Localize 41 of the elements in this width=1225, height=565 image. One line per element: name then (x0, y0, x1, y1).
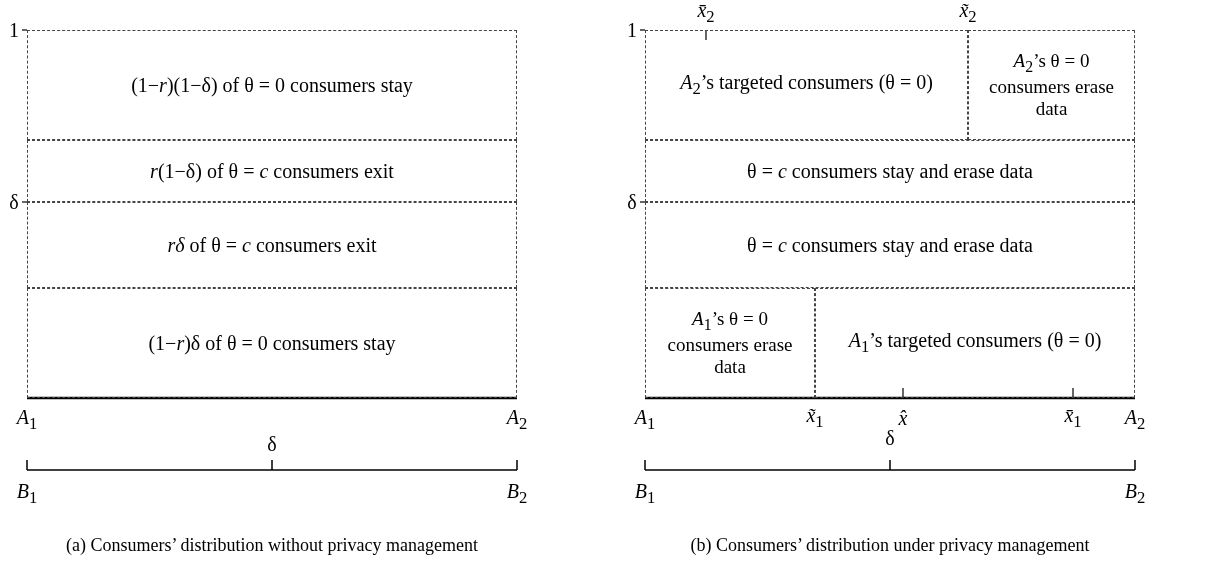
axis-label: x̂ (898, 406, 908, 430)
figure-caption: (b) Consumers’ distribution under privacy management (690, 534, 1090, 556)
axis-label: x̄$_{1}$ (1064, 404, 1082, 432)
axis-label: x̄$_{2}$ (697, 0, 715, 27)
axis-label: δ (267, 432, 277, 456)
region-text: A$_{2}$’s targeted consumers (θ = 0) (678, 71, 934, 99)
region-text: A$_{1}$’s θ = 0 consumers erase data (666, 308, 794, 378)
axis-label: 1 (627, 18, 637, 42)
axis-label: 1 (9, 18, 19, 42)
region-box (645, 140, 1135, 202)
axis-label: δ (885, 426, 895, 450)
region-text: θ = c consumers stay and erase data (746, 233, 1034, 257)
region-text: A$_{1}$’s targeted consumers (θ = 0) (847, 329, 1103, 357)
axis-label: δ (627, 190, 637, 214)
endpoint-label: B$_{2}$ (506, 480, 528, 508)
region-text: r(1−δ) of θ = c consumers exit (149, 159, 395, 183)
endpoint-label: B$_{2}$ (1124, 480, 1146, 508)
region-box (27, 288, 517, 398)
region-box (27, 202, 517, 288)
axis-label: x̃$_{2}$ (959, 0, 977, 27)
endpoint-label: B$_{1}$ (634, 480, 656, 508)
region-box (645, 202, 1135, 288)
region-text: A$_{2}$’s θ = 0 consumers erase data (988, 50, 1115, 120)
endpoint-label: A$_{2}$ (1124, 406, 1146, 434)
endpoint-label: A$_{1}$ (16, 406, 38, 434)
region-box (815, 288, 1135, 398)
region-text: (1−r)(1−δ) of θ = 0 consumers stay (130, 73, 414, 97)
region-box (27, 140, 517, 202)
region-box (645, 288, 815, 398)
endpoint-label: B$_{1}$ (16, 480, 38, 508)
region-text: (1−r)δ of θ = 0 consumers stay (147, 331, 397, 355)
figure-caption: (a) Consumers’ distribution without privacy management (65, 534, 479, 556)
axis-label: δ (9, 190, 19, 214)
region-text: rδ of θ = c consumers exit (166, 233, 378, 257)
region-text: θ = c consumers stay and erase data (746, 159, 1034, 183)
endpoint-label: A$_{1}$ (634, 406, 656, 434)
axis-label: x̃$_{1}$ (806, 404, 824, 432)
region-box (27, 30, 517, 140)
endpoint-label: A$_{2}$ (506, 406, 528, 434)
region-box (968, 30, 1135, 140)
region-box (645, 30, 968, 140)
